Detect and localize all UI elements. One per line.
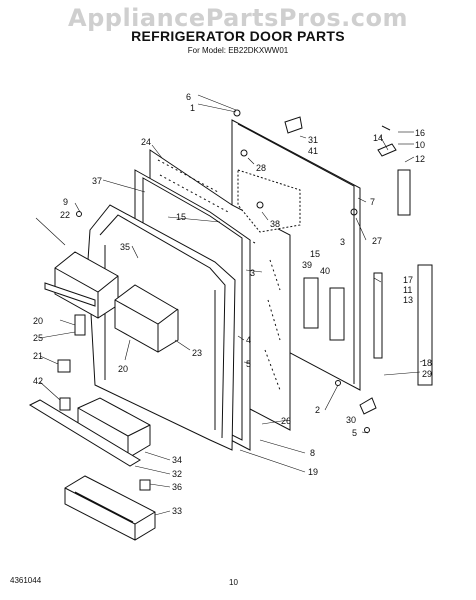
callout-7: 7 xyxy=(370,197,375,207)
callout-8: 8 xyxy=(310,448,315,458)
callout-23: 23 xyxy=(192,348,202,358)
callout-38: 38 xyxy=(270,219,280,229)
clip-36 xyxy=(139,479,151,491)
clip-21 xyxy=(57,359,71,373)
shelf-bar xyxy=(44,282,96,307)
hinge-30 xyxy=(359,397,377,415)
door-handle-18 xyxy=(417,264,433,386)
callout-28: 28 xyxy=(256,163,266,173)
middle-door-bin xyxy=(114,284,179,353)
callout-11: 11 xyxy=(403,285,412,295)
callout-10: 10 xyxy=(415,140,425,150)
callout-19: 19 xyxy=(308,467,318,477)
callout-42: 42 xyxy=(33,376,43,386)
page-title: REFRIGERATOR DOOR PARTS xyxy=(131,28,345,44)
callout-30: 30 xyxy=(346,415,356,425)
callout-26: 26 xyxy=(281,416,291,426)
screw-16 xyxy=(381,125,391,131)
document-number: 4361044 xyxy=(10,576,42,585)
callout-3a: 3 xyxy=(340,237,345,247)
callout-40: 40 xyxy=(320,266,330,276)
egg-tray xyxy=(64,475,156,541)
callout-15b: 15 xyxy=(310,249,320,259)
page-number: 10 xyxy=(229,578,238,587)
callout-2: 2 xyxy=(315,405,320,415)
retainer-39 xyxy=(303,277,319,329)
callout-12: 12 xyxy=(415,154,425,164)
callout-16: 16 xyxy=(415,128,425,138)
model-subtitle: For Model: EB22DKXWW01 xyxy=(187,46,289,55)
callout-21: 21 xyxy=(33,351,43,361)
hinge-cover-12 xyxy=(397,169,411,216)
callout-9: 9 xyxy=(63,197,68,207)
callout-20b: 20 xyxy=(118,364,128,374)
callout-24: 24 xyxy=(141,137,151,147)
callout-27: 27 xyxy=(372,236,382,246)
callout-17: 17 xyxy=(403,275,413,285)
clip-42 xyxy=(59,397,71,411)
callout-1: 1 xyxy=(190,103,195,113)
callout-25: 25 xyxy=(33,333,43,343)
callout-32: 32 xyxy=(172,469,182,479)
callout-36: 36 xyxy=(172,482,182,492)
shelf-trim xyxy=(28,399,141,467)
callout-6: 6 xyxy=(186,92,191,102)
callout-22: 22 xyxy=(60,210,70,220)
callout-3b: 3 xyxy=(250,268,255,278)
callout-34: 34 xyxy=(172,455,182,465)
callout-15a: 15 xyxy=(176,212,186,222)
callout-41: 41 xyxy=(308,146,318,156)
handle-trim-29 xyxy=(373,272,383,359)
callout-5a: 5 xyxy=(246,359,251,369)
callout-33: 33 xyxy=(172,506,182,516)
callout-39: 39 xyxy=(302,260,312,270)
callout-37: 37 xyxy=(92,176,102,186)
leader-lines xyxy=(35,94,426,516)
hinge-bracket-14 xyxy=(377,143,397,157)
bracket-31 xyxy=(284,116,303,134)
callout-20a: 20 xyxy=(33,316,43,326)
site-watermark: AppliancePartsPros.com xyxy=(68,4,408,32)
callout-31: 31 xyxy=(308,135,318,145)
callout-35: 35 xyxy=(120,242,130,252)
callout-5b: 5 xyxy=(352,428,357,438)
callout-14: 14 xyxy=(373,133,383,143)
callout-4: 4 xyxy=(246,335,251,345)
callout-13: 13 xyxy=(403,295,413,305)
retainer-40 xyxy=(329,287,345,341)
callout-29: 29 xyxy=(422,369,432,379)
callout-18: 18 xyxy=(422,358,432,368)
